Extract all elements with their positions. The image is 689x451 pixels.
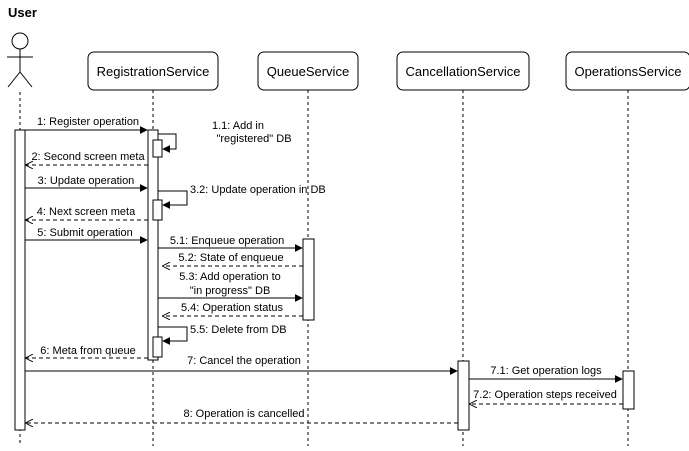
- message-6: 6: Meta from queue: [26, 345, 148, 358]
- message-label: 1: Register operation: [37, 116, 139, 128]
- activations: [14, 129, 635, 431]
- message-label-line-2: "registered" DB: [216, 133, 291, 145]
- message-label: 5: Submit operation: [37, 227, 132, 239]
- activation-queue: [302, 238, 315, 321]
- message-label: 7.2: Operation steps received: [473, 389, 617, 401]
- message-3: 3: Update operation: [25, 175, 148, 192]
- message-label: 7: Cancel the operation: [187, 355, 301, 367]
- message-7-2: 7.2: Operation steps received: [470, 389, 623, 404]
- activation-registration-self-1: [152, 139, 163, 158]
- actor-title: User: [8, 5, 37, 20]
- message-7-1: 7.1: Get operation logs: [469, 365, 623, 383]
- participant-cancellation: CancellationService: [396, 51, 530, 91]
- activation-registration: [147, 129, 159, 361]
- participant-label: QueueService: [267, 64, 349, 79]
- message-4: 4: Next screen meta: [26, 206, 148, 220]
- activation-cancellation: [457, 360, 470, 431]
- message-label: 5.1: Enqueue operation: [170, 235, 284, 247]
- user-actor: User: [7, 5, 37, 88]
- message-5-2: 5.2: State of enqueue: [163, 252, 303, 266]
- participant-label: OperationsService: [575, 64, 682, 79]
- activation-registration-self-2: [152, 199, 163, 221]
- participant-registration: RegistrationService: [87, 51, 219, 91]
- participant-label: RegistrationService: [97, 64, 210, 79]
- message-label: 6: Meta from queue: [40, 345, 135, 357]
- message-label: 5.5: Delete from DB: [190, 324, 287, 336]
- message-1-1: 1.1: Add in "registered" DB: [158, 120, 292, 153]
- message-5-1: 5.1: Enqueue operation: [158, 235, 303, 252]
- message-label: 3: Update operation: [38, 175, 135, 187]
- stick-figure-icon: [7, 32, 33, 88]
- message-5-5: 5.5: Delete from DB: [158, 324, 287, 345]
- message-label: 3.2: Update operation in DB: [190, 184, 326, 196]
- message-label: 8: Operation is cancelled: [183, 408, 304, 420]
- message-label: 4: Next screen meta: [37, 206, 136, 218]
- participant-label: CancellationService: [406, 64, 521, 79]
- activation-registration-self-3: [152, 336, 163, 358]
- message-label: 7.1: Get operation logs: [490, 365, 602, 377]
- message-label-line-1: 1.1: Add in: [212, 120, 264, 132]
- message-label: 5.2: State of enqueue: [178, 252, 283, 264]
- message-5: 5: Submit operation: [25, 227, 148, 244]
- message-label-line-1: 5.3: Add operation to: [179, 271, 281, 283]
- activation-user: [14, 129, 26, 431]
- message-1: 1: Register operation: [25, 116, 148, 134]
- message-5-4: 5.4: Operation status: [163, 302, 303, 316]
- message-3-2: 3.2: Update operation in DB: [158, 184, 326, 209]
- activation-operations: [622, 370, 635, 410]
- participant-operations: OperationsService: [565, 51, 689, 91]
- message-8: 8: Operation is cancelled: [26, 408, 458, 423]
- participant-queue: QueueService: [257, 51, 359, 91]
- message-5-3: 5.3: Add operation to "in progress" DB: [158, 271, 303, 302]
- message-label-line-2: "in progress" DB: [190, 285, 271, 297]
- message-label: 2: Second screen meta: [31, 151, 145, 163]
- message-2: 2: Second screen meta: [26, 151, 148, 165]
- message-label: 5.4: Operation status: [181, 302, 284, 314]
- message-7: 7: Cancel the operation: [25, 355, 458, 375]
